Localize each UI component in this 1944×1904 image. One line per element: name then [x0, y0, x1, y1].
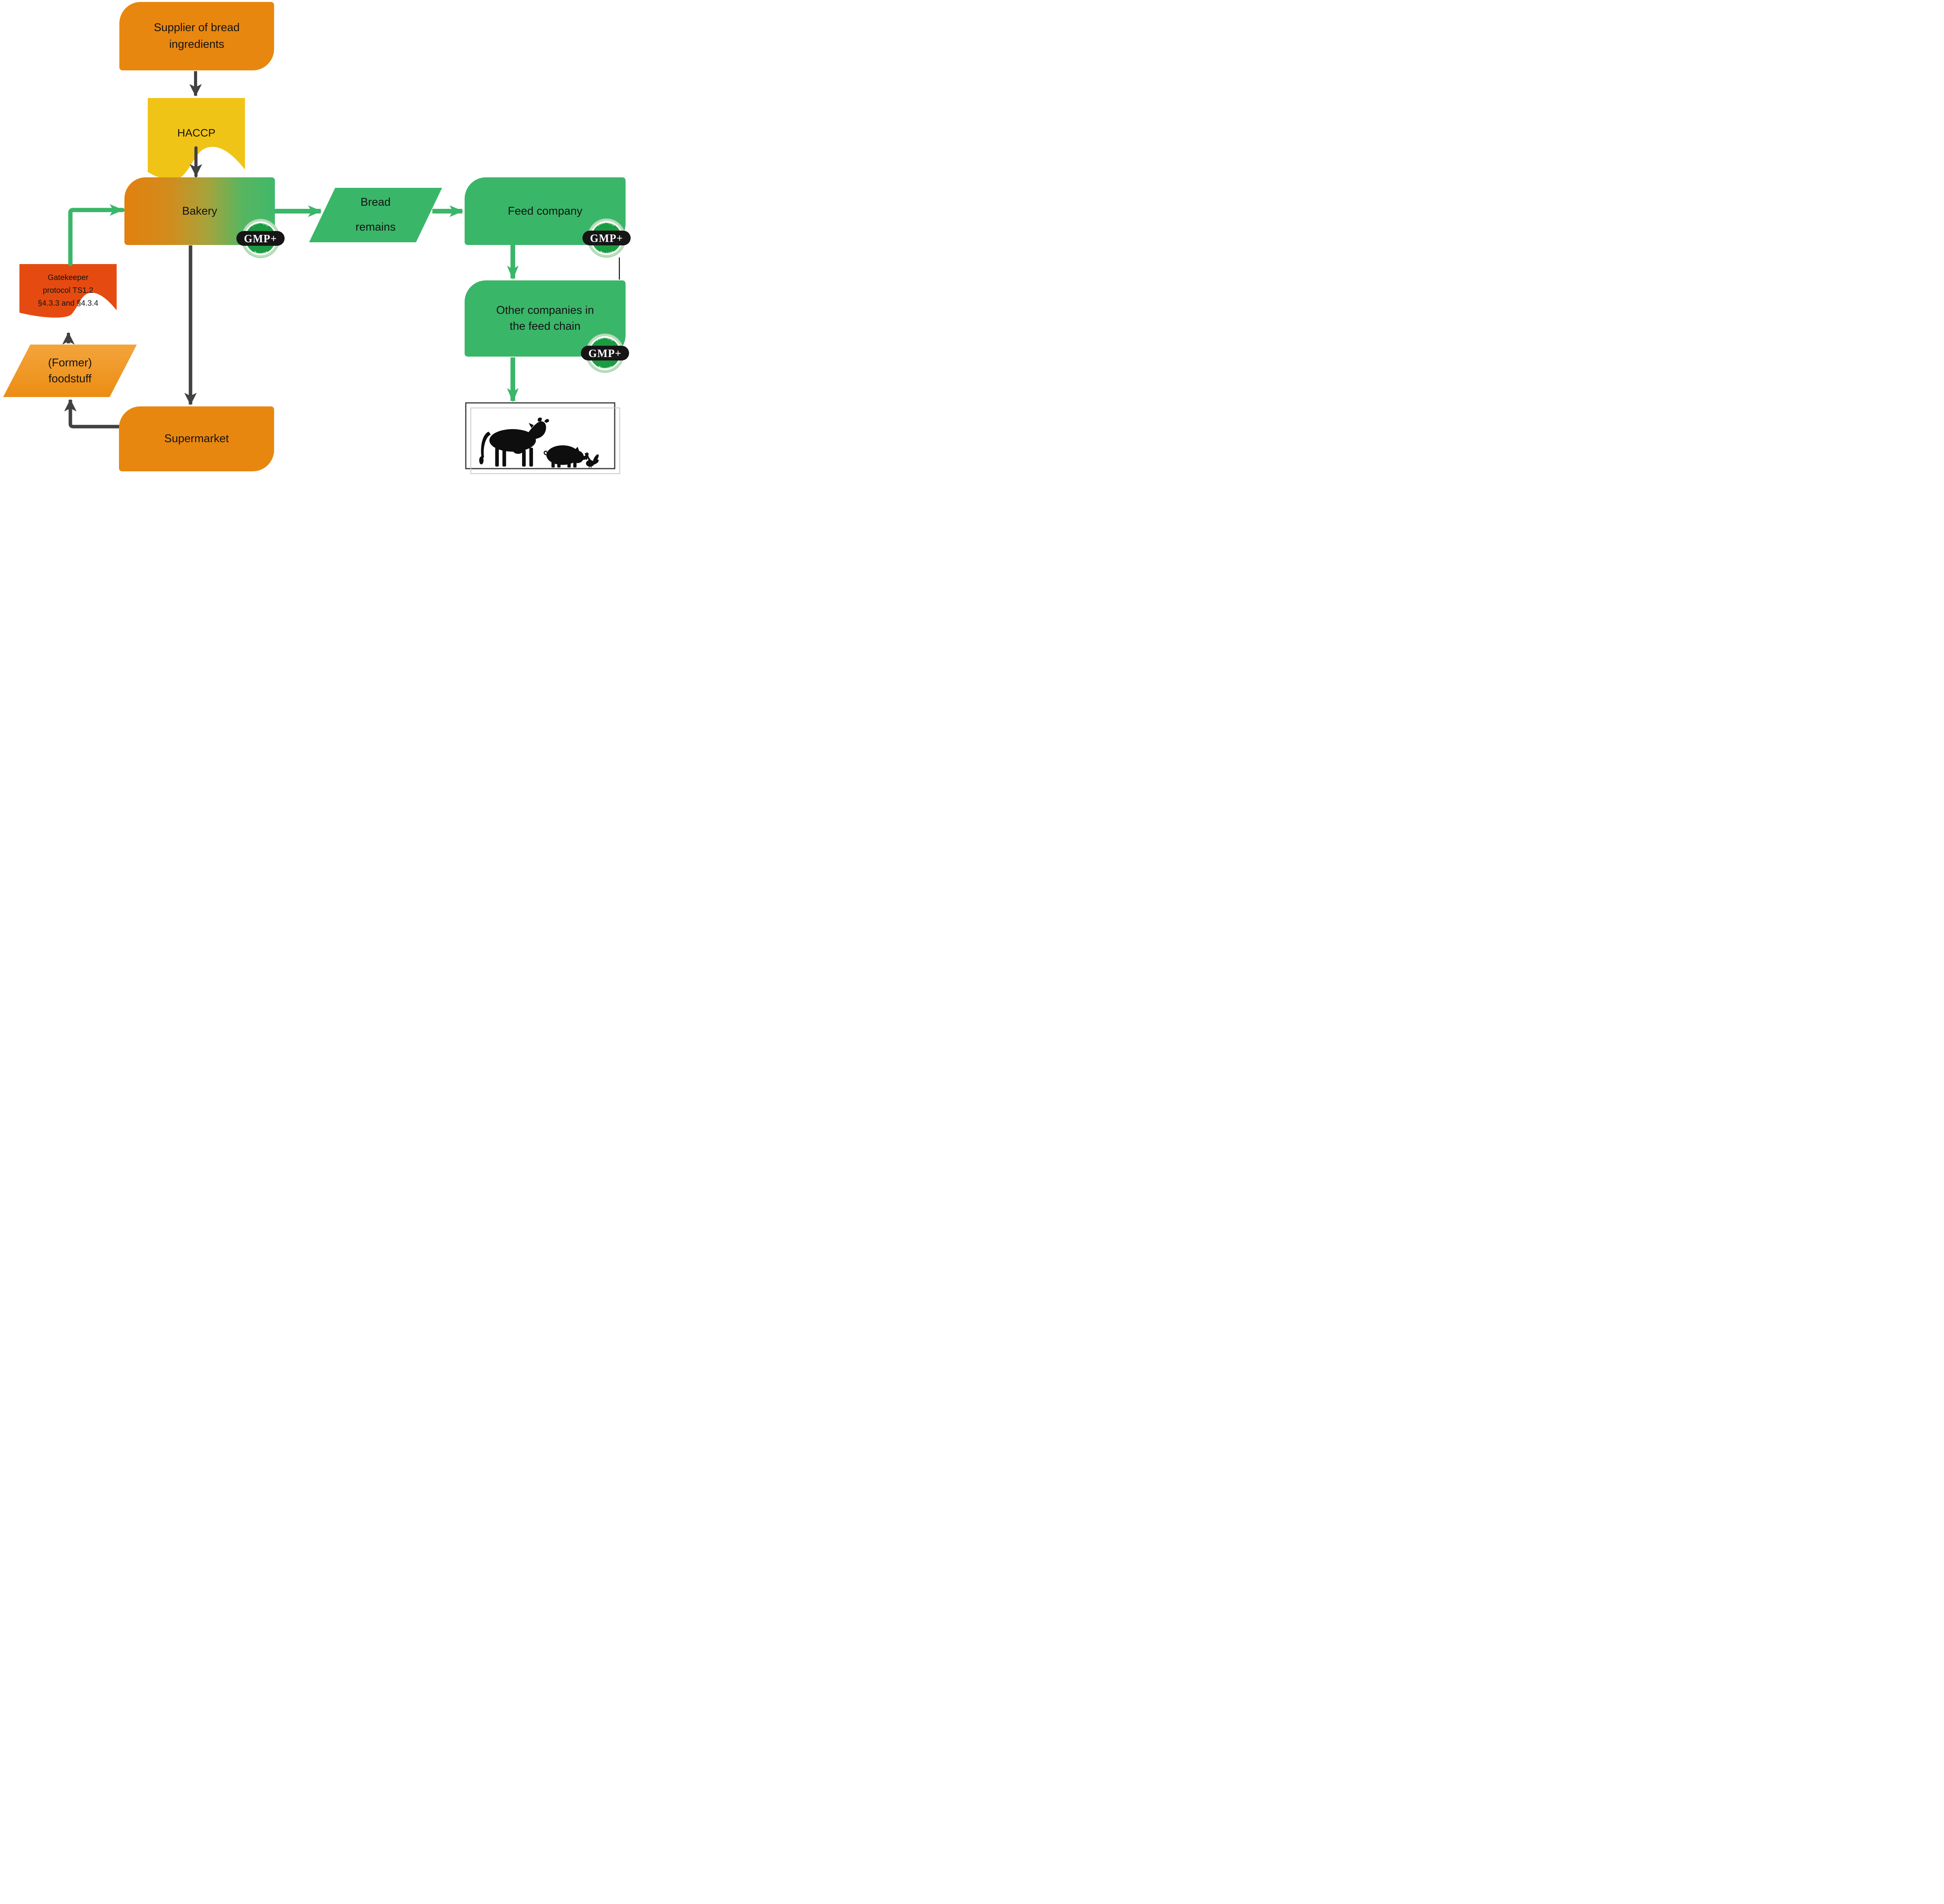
node-supplier: Supplier of bread ingredients [119, 2, 274, 70]
cow-icon [479, 417, 549, 467]
node-gatekeeper-label: Gatekeeper [47, 273, 89, 282]
gatekeeper-document-shape [19, 264, 117, 318]
badge-title-text: GMP+ [590, 233, 623, 245]
node-haccp-label: HACCP [177, 127, 215, 139]
arrow-gatekeeper-to-bakery [68, 204, 125, 266]
svg-text:Assurance: Assurance [597, 364, 613, 370]
connector-layer [3, 71, 620, 429]
badge-title-text: GMP+ [588, 348, 621, 360]
flowchart-canvas: Supplier of bread ingredients Bakery Fee… [0, 0, 632, 476]
node-gatekeeper-label: §4.3.3 and §4.3.4 [38, 299, 98, 308]
svg-text:Assurance: Assurance [599, 249, 614, 255]
badge-arc-bottom-text: Assurance [599, 249, 614, 255]
farm-animals-image [465, 402, 620, 474]
node-haccp: HACCP [148, 98, 245, 168]
badge-layer: Feed Safety Assurance GMP+ Feed Safety A… [236, 218, 631, 474]
haccp-document-shape [148, 98, 245, 180]
svg-text:Assurance: Assurance [253, 250, 268, 256]
node-other-companies-label: Other companies in [496, 304, 594, 317]
node-supermarket-label: Supermarket [164, 432, 229, 445]
pig-icon [544, 445, 586, 468]
node-gatekeeper: Gatekeeper protocol TS1.2 §4.3.3 and §4.… [19, 266, 117, 315]
bread-remains-shape [309, 188, 442, 242]
node-former-foodstuff-label: foodstuff [48, 372, 92, 385]
node-bread-remains: Bread remains [309, 188, 442, 242]
node-bakery-label: Bakery [182, 205, 217, 217]
node-supplier-label: Supplier of bread [154, 21, 240, 34]
gmp-badge-bakery-icon: Feed Safety Assurance GMP+ [236, 219, 285, 258]
gmp-badge-feed-company-icon: Feed Safety Assurance GMP+ [582, 218, 631, 258]
badge-arc-bottom-text: Assurance [253, 250, 268, 256]
badge-arc-bottom-text: Assurance [597, 364, 613, 370]
node-supplier-label: ingredients [169, 38, 224, 51]
former-foodstuff-shape [3, 345, 137, 397]
node-bread-remains-label: remains [355, 221, 396, 233]
node-other-companies-label: the feed chain [509, 320, 581, 332]
node-feed-company-label: Feed company [508, 205, 582, 217]
node-supermarket: Supermarket [119, 406, 274, 471]
node-gatekeeper-label: protocol TS1.2 [43, 286, 93, 295]
badge-title-text: GMP+ [244, 233, 277, 245]
node-former-foodstuff: (Former) foodstuff [3, 345, 137, 397]
rooster-icon [584, 452, 599, 468]
node-bread-remains-label: Bread [360, 196, 391, 209]
gmp-badge-other-companies-icon: Feed Safety Assurance GMP+ [581, 333, 629, 373]
node-former-foodstuff-label: (Former) [48, 356, 92, 369]
arrow-supermarket-to-former-foodstuff [64, 399, 119, 429]
